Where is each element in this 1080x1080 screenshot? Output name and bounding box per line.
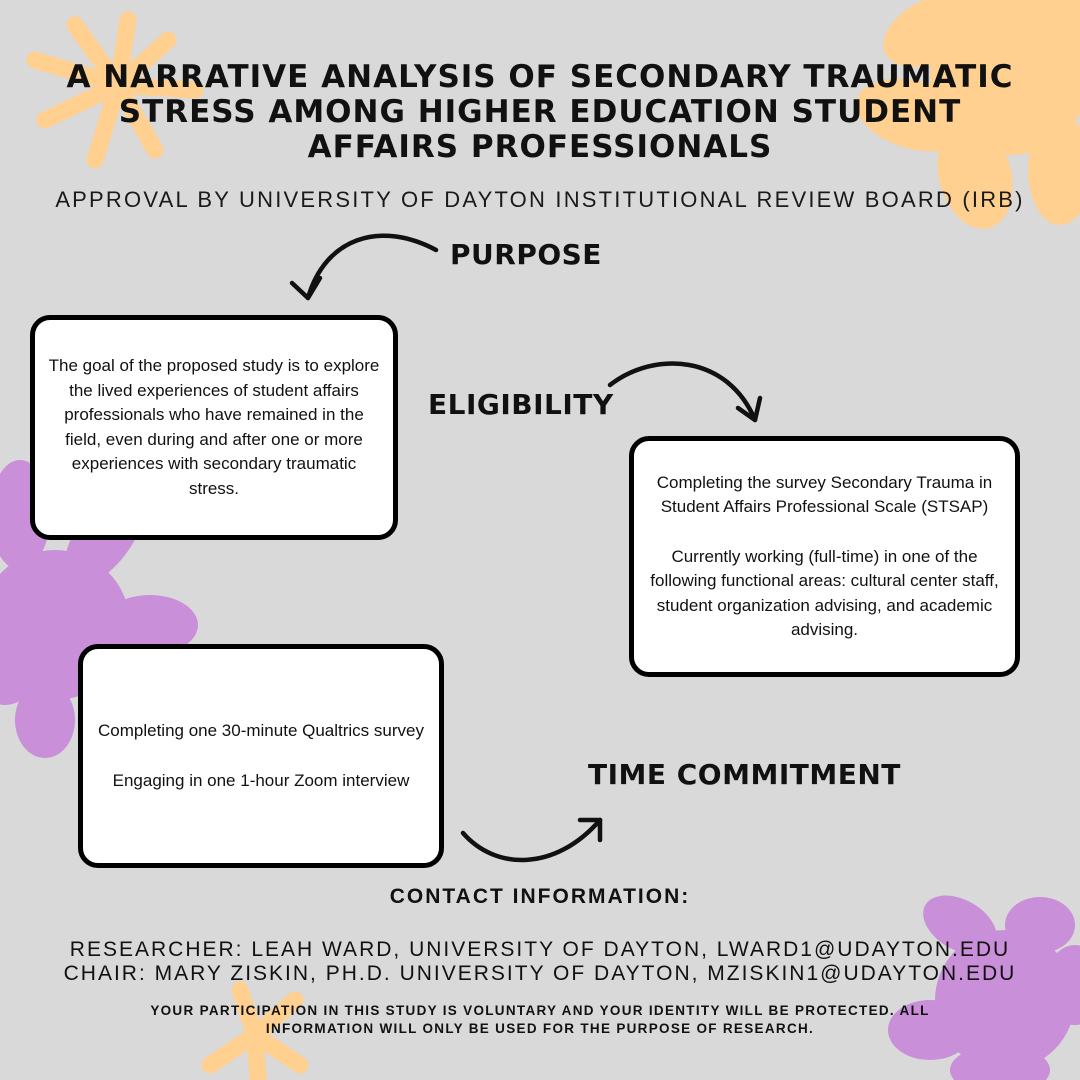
privacy-note: Your participation in this study is volu… bbox=[150, 1003, 930, 1036]
time-interview-text: Engaging in one 1-hour Zoom interview bbox=[112, 770, 410, 790]
eligibility-label: ELIGIBILITY bbox=[428, 388, 614, 421]
peach-flower-top-right bbox=[856, 0, 1080, 229]
arrow-time-head bbox=[577, 817, 603, 843]
lavender-flower-bottom-right bbox=[888, 895, 1080, 1080]
time-commitment-label: TIME COMMITMENT bbox=[588, 758, 901, 791]
arrow-purpose bbox=[305, 233, 439, 301]
purpose-box: The goal of the proposed study is to exp… bbox=[30, 315, 398, 540]
time-survey-text: Completing one 30-minute Qualtrics surve… bbox=[98, 721, 424, 740]
eligibility-box: Completing the survey Secondary Trauma i… bbox=[629, 436, 1020, 677]
chair-contact: CHAIR: MARY ZISKIN, PH.D. UNIVERSITY OF … bbox=[63, 962, 1017, 985]
purpose-label: PURPOSE bbox=[450, 238, 602, 271]
researcher-contact: RESEARCHER: LEAH WARD, UNIVERSITY OF DAY… bbox=[69, 938, 1011, 961]
arrow-eligibility bbox=[607, 361, 758, 423]
eligibility-working-text: Currently working (full-time) in one of … bbox=[650, 546, 999, 640]
irb-approval: APPROVAL BY UNIVERSITY OF DAYTON INSTITU… bbox=[55, 187, 1025, 212]
peach-starburst-top-left bbox=[26, 11, 204, 169]
arrows bbox=[289, 233, 763, 863]
purpose-text: The goal of the proposed study is to exp… bbox=[48, 356, 380, 498]
arrow-purpose-head bbox=[289, 275, 323, 301]
contact-heading: CONTACT INFORMATION: bbox=[389, 885, 691, 908]
peach-starburst-bottom bbox=[201, 981, 309, 1080]
time-commitment-box: Completing one 30-minute Qualtrics surve… bbox=[78, 644, 444, 868]
arrow-eligibility-head bbox=[735, 395, 763, 423]
arrow-time bbox=[460, 817, 603, 863]
eligibility-survey-text: Completing the survey Secondary Trauma i… bbox=[656, 472, 993, 517]
page-title: A Narrative Analysis of Secondary Trauma… bbox=[66, 59, 1014, 165]
